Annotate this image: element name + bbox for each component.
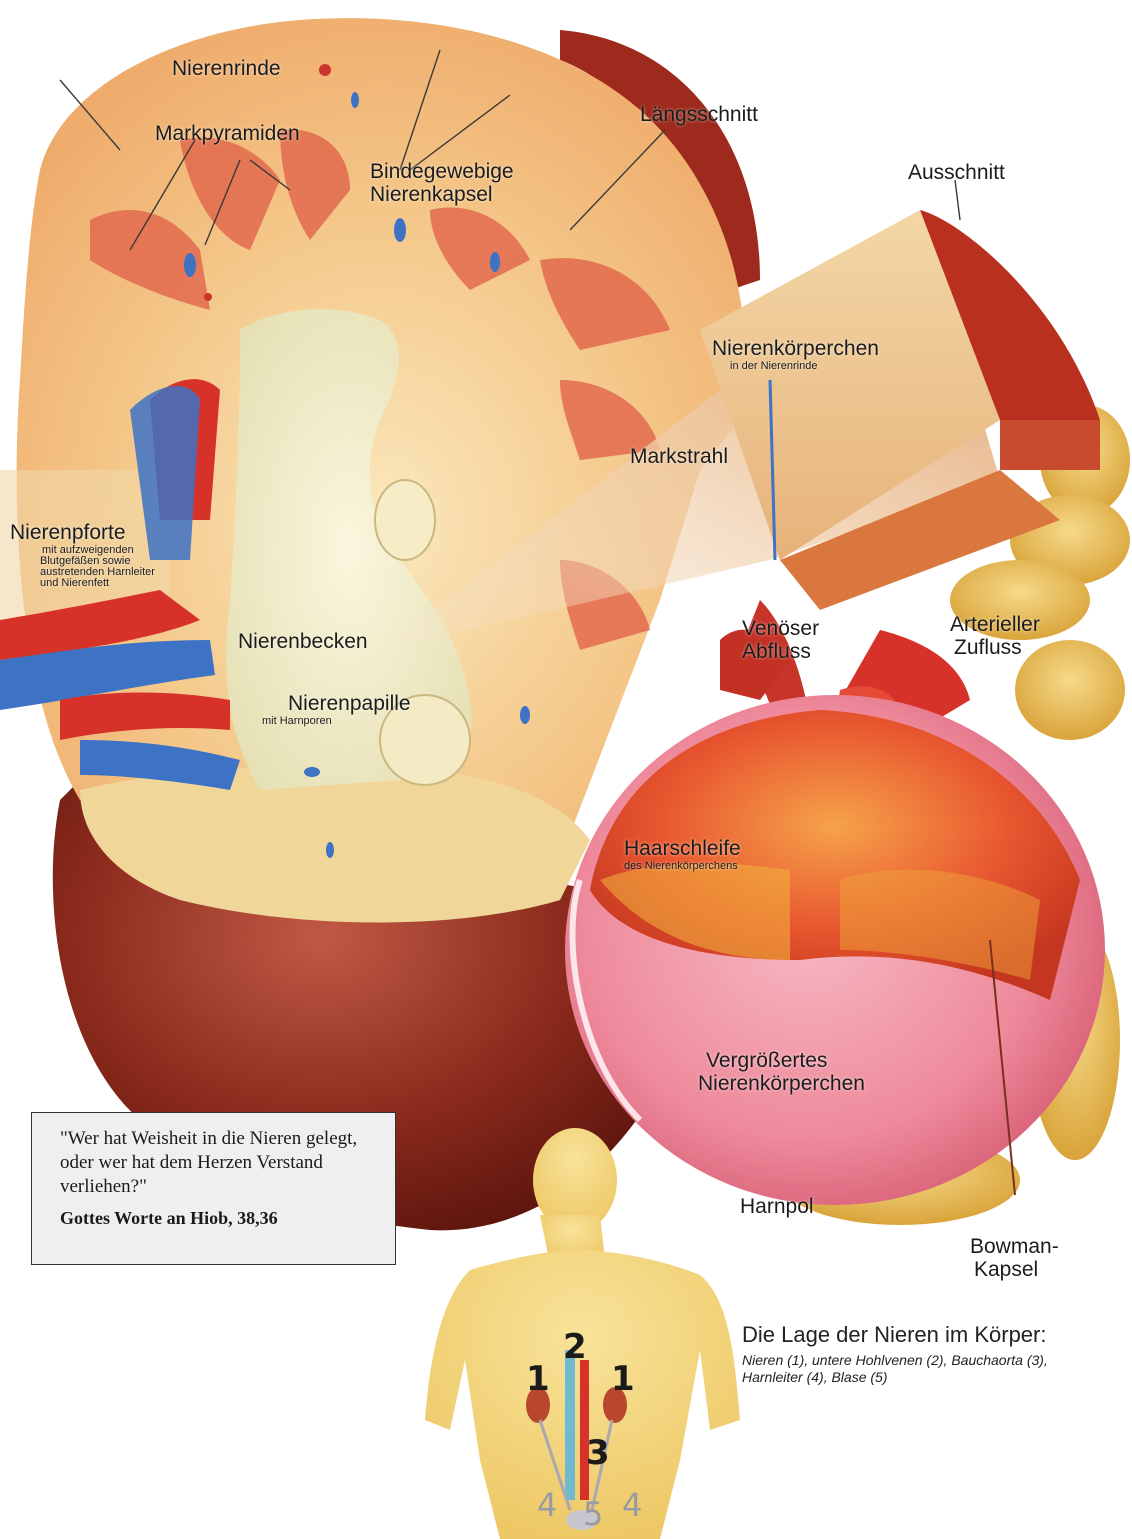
label-nierenkoerperchen: Nierenkörperchen in der Nierenrinde bbox=[712, 338, 879, 372]
label-nierenpapille-sub: mit Harnporen bbox=[262, 715, 411, 727]
number-bladder: 5 bbox=[583, 1498, 603, 1530]
label-haarschleife-title: Haarschleife bbox=[624, 837, 741, 860]
label-haarschleife-sub: des Nierenkörperchens bbox=[624, 860, 741, 872]
label-nierenpforte-title: Nierenpforte bbox=[10, 521, 126, 544]
label-nierenkoerperchen-sub: in der Nierenrinde bbox=[712, 360, 879, 372]
number-aorta: 3 bbox=[586, 1436, 610, 1470]
label-kapsel: Kapsel bbox=[970, 1258, 1038, 1281]
label-arterieller-zufluss: Arterieller Zufluss bbox=[950, 614, 1040, 659]
label-bowman: Bowman- bbox=[970, 1235, 1059, 1258]
label-abfluss: Abfluss bbox=[742, 640, 811, 663]
label-vergroessertes: Vergrößertes bbox=[698, 1049, 827, 1072]
number-ureter-left: 4 bbox=[537, 1489, 557, 1521]
label-bindegewebige: Bindegewebige bbox=[370, 160, 514, 183]
legend-title: Die Lage der Nieren im Körper: bbox=[742, 1322, 1072, 1348]
number-ureter-right: 4 bbox=[622, 1489, 642, 1521]
number-vena-cava: 2 bbox=[563, 1330, 587, 1364]
label-nierenpforte: Nierenpforte mit aufzweigenden Blutgefäß… bbox=[10, 522, 155, 589]
label-bowman-kapsel: Bowman- Kapsel bbox=[970, 1236, 1059, 1281]
label-arterieller: Arterieller bbox=[950, 613, 1040, 636]
label-venoeser: Venöser bbox=[742, 617, 819, 640]
label-harnpol: Harnpol bbox=[740, 1196, 814, 1219]
label-nierenrinde: Nierenrinde bbox=[172, 58, 281, 81]
label-bindegewebige-nierenkapsel: Bindegewebige Nierenkapsel bbox=[370, 161, 514, 206]
label-nierenpapille: Nierenpapille mit Harnporen bbox=[288, 693, 411, 727]
label-ausschnitt: Ausschnitt bbox=[908, 162, 1005, 185]
quote-box: "Wer hat Weisheit in die Nieren gelegt, … bbox=[31, 1112, 396, 1265]
label-markpyramiden: Markpyramiden bbox=[155, 123, 300, 146]
label-nierenpforte-sub-4: und Nierenfett bbox=[10, 577, 155, 589]
label-nierenkoerperchen-title: Nierenkörperchen bbox=[712, 337, 879, 360]
label-venoeser-abfluss: Venöser Abfluss bbox=[742, 618, 819, 663]
label-zufluss: Zufluss bbox=[950, 636, 1022, 659]
label-nierenpapille-title: Nierenpapille bbox=[288, 692, 411, 715]
enlarged-glomerulus bbox=[565, 695, 1105, 1205]
label-vergroessertes-nierenkoerperchen: Vergrößertes Nierenkörperchen bbox=[698, 1050, 865, 1095]
quote-text: "Wer hat Weisheit in die Nieren gelegt, … bbox=[60, 1127, 381, 1199]
legend-text: Nieren (1), untere Hohlvenen (2), Baucha… bbox=[742, 1352, 1072, 1386]
number-kidney-right: 1 bbox=[611, 1362, 635, 1396]
label-nierenkapsel: Nierenkapsel bbox=[370, 183, 493, 206]
label-laengsschnitt: Längsschnitt bbox=[640, 104, 758, 127]
number-kidney-left: 1 bbox=[526, 1362, 550, 1396]
label-nierenkoerperchen-2: Nierenkörperchen bbox=[698, 1072, 865, 1095]
label-haarschleife: Haarschleife des Nierenkörperchens bbox=[624, 838, 741, 872]
label-nierenbecken: Nierenbecken bbox=[238, 631, 368, 654]
label-markstrahl: Markstrahl bbox=[630, 446, 728, 469]
quote-source: Gottes Worte an Hiob, 38,36 bbox=[60, 1208, 381, 1229]
body-position-legend: Die Lage der Nieren im Körper: Nieren (1… bbox=[742, 1322, 1072, 1386]
